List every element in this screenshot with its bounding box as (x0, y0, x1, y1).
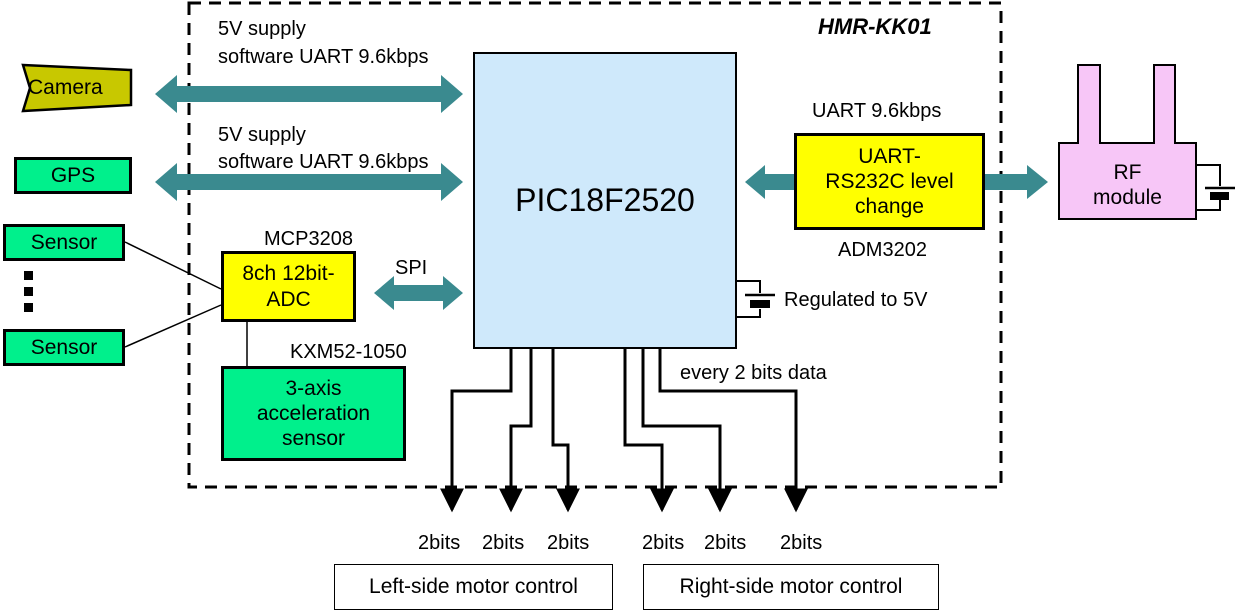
rf-module-label: RF module (1093, 161, 1162, 210)
rf-module-symbol (1058, 64, 1235, 220)
motor-wire-5 (641, 348, 732, 513)
sensor-bottom-wire (124, 304, 222, 348)
motor-wire-6 (658, 348, 808, 513)
regulator-symbol (737, 280, 775, 318)
gps-link-line2: software UART 9.6kbps (218, 151, 429, 173)
ellipsis-dot (24, 303, 33, 312)
motor-wire-4 (623, 348, 674, 513)
uart-left-arrow (745, 165, 794, 199)
right-motor-control-box: Right-side motor control (643, 564, 939, 610)
motor-wire-3 (551, 348, 580, 513)
right-motor-control-label: Right-side motor control (679, 575, 903, 598)
left-motor-control-label: Left-side motor control (369, 575, 578, 598)
left-motor-control-box: Left-side motor control (334, 564, 613, 610)
camera-icon (21, 63, 133, 113)
gps-link-line1: 5V supply (218, 124, 306, 146)
motor-output-wires (440, 348, 808, 513)
bit-label-2: 2bits (482, 532, 525, 554)
level-shifter-box: UART- RS232C level change (794, 133, 985, 230)
adc-box: 8ch 12bit- ADC (221, 251, 356, 322)
accelerometer-box: 3-axis acceleration sensor (221, 366, 406, 461)
accelerometer-label: 3-axis acceleration sensor (256, 376, 371, 451)
sensor-top-label: Sensor (30, 230, 98, 254)
gps-box: GPS (14, 157, 132, 194)
camera-label: Camera (28, 76, 103, 99)
board-boundary (187, 1, 1003, 489)
camera-link-line2: software UART 9.6kbps (218, 46, 429, 68)
level-shifter-label: UART- RS232C level change (825, 144, 954, 219)
sensor-top-wire (124, 241, 222, 290)
sensor-box-top: Sensor (3, 224, 125, 261)
spi-label: SPI (395, 257, 428, 279)
mcu-label: PIC18F2520 (515, 182, 695, 218)
accelerometer-part-number: KXM52-1050 (290, 341, 407, 363)
regulator-label: Regulated to 5V (784, 289, 928, 311)
gps-label: GPS (50, 163, 96, 187)
bit-label-3: 2bits (547, 532, 590, 554)
motor-wire-1 (440, 348, 513, 513)
camera-bus-arrow (155, 75, 463, 113)
bit-label-5: 2bits (704, 532, 747, 554)
motor-wire-2 (499, 348, 533, 513)
board-title: HMR-KK01 (818, 14, 932, 39)
bit-label-4: 2bits (642, 532, 685, 554)
bit-label-6: 2bits (780, 532, 823, 554)
ellipsis-dot (24, 287, 33, 296)
adc-label: 8ch 12bit- ADC (242, 262, 335, 311)
level-shifter-part-number: ADM3202 (838, 239, 927, 261)
camera-link-line1: 5V supply (218, 18, 306, 40)
adc-part-number: MCP3208 (264, 228, 353, 250)
bit-label-1: 2bits (418, 532, 461, 554)
uart-link-label: UART 9.6kbps (812, 100, 942, 122)
sensor-box-bottom: Sensor (3, 329, 125, 366)
uart-right-arrow (985, 165, 1048, 199)
gps-bus-arrow (155, 163, 463, 201)
ellipsis-dot (24, 271, 33, 280)
mcu-box: PIC18F2520 (473, 52, 737, 349)
spi-bus-arrow (374, 276, 463, 310)
motor-bits-note: every 2 bits data (680, 362, 827, 384)
sensor-bottom-label: Sensor (30, 335, 98, 359)
